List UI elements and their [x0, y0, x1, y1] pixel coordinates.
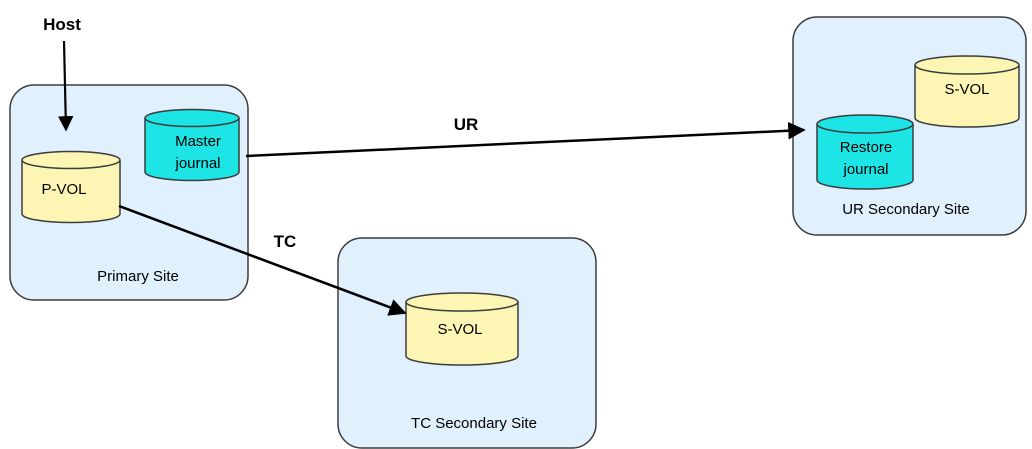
pvol-cylinder: P-VOL [21, 150, 121, 224]
host-label: Host [43, 15, 81, 34]
ur-svol-label: S-VOL [944, 81, 989, 98]
ur-svol-cylinder: S-VOL [914, 55, 1020, 128]
tc-svol-cylinder: S-VOL [405, 292, 519, 366]
ur-link-label: UR [454, 115, 479, 134]
tc-secondary-site-label: TC Secondary Site [411, 415, 537, 432]
restore-journal-label-line1: Restore [840, 139, 893, 156]
primary-site-label: Primary Site [97, 268, 179, 285]
tc-link-arrow [118, 204, 407, 316]
ur-secondary-site-label: UR Secondary Site [842, 201, 970, 218]
restore-journal-label-line2: journal [842, 161, 888, 178]
tc-svol-label: S-VOL [437, 321, 482, 338]
master-journal-cylinder: Master journal [144, 108, 240, 182]
restore-journal-cylinder: Restore journal [816, 114, 914, 190]
master-journal-label-line1: Master [175, 133, 221, 150]
tc-link-label: TC [274, 232, 297, 251]
pvol-label: P-VOL [41, 181, 86, 198]
ur-link-arrow [245, 121, 806, 158]
master-journal-label-line2: journal [174, 155, 220, 172]
host-arrow [57, 40, 74, 132]
